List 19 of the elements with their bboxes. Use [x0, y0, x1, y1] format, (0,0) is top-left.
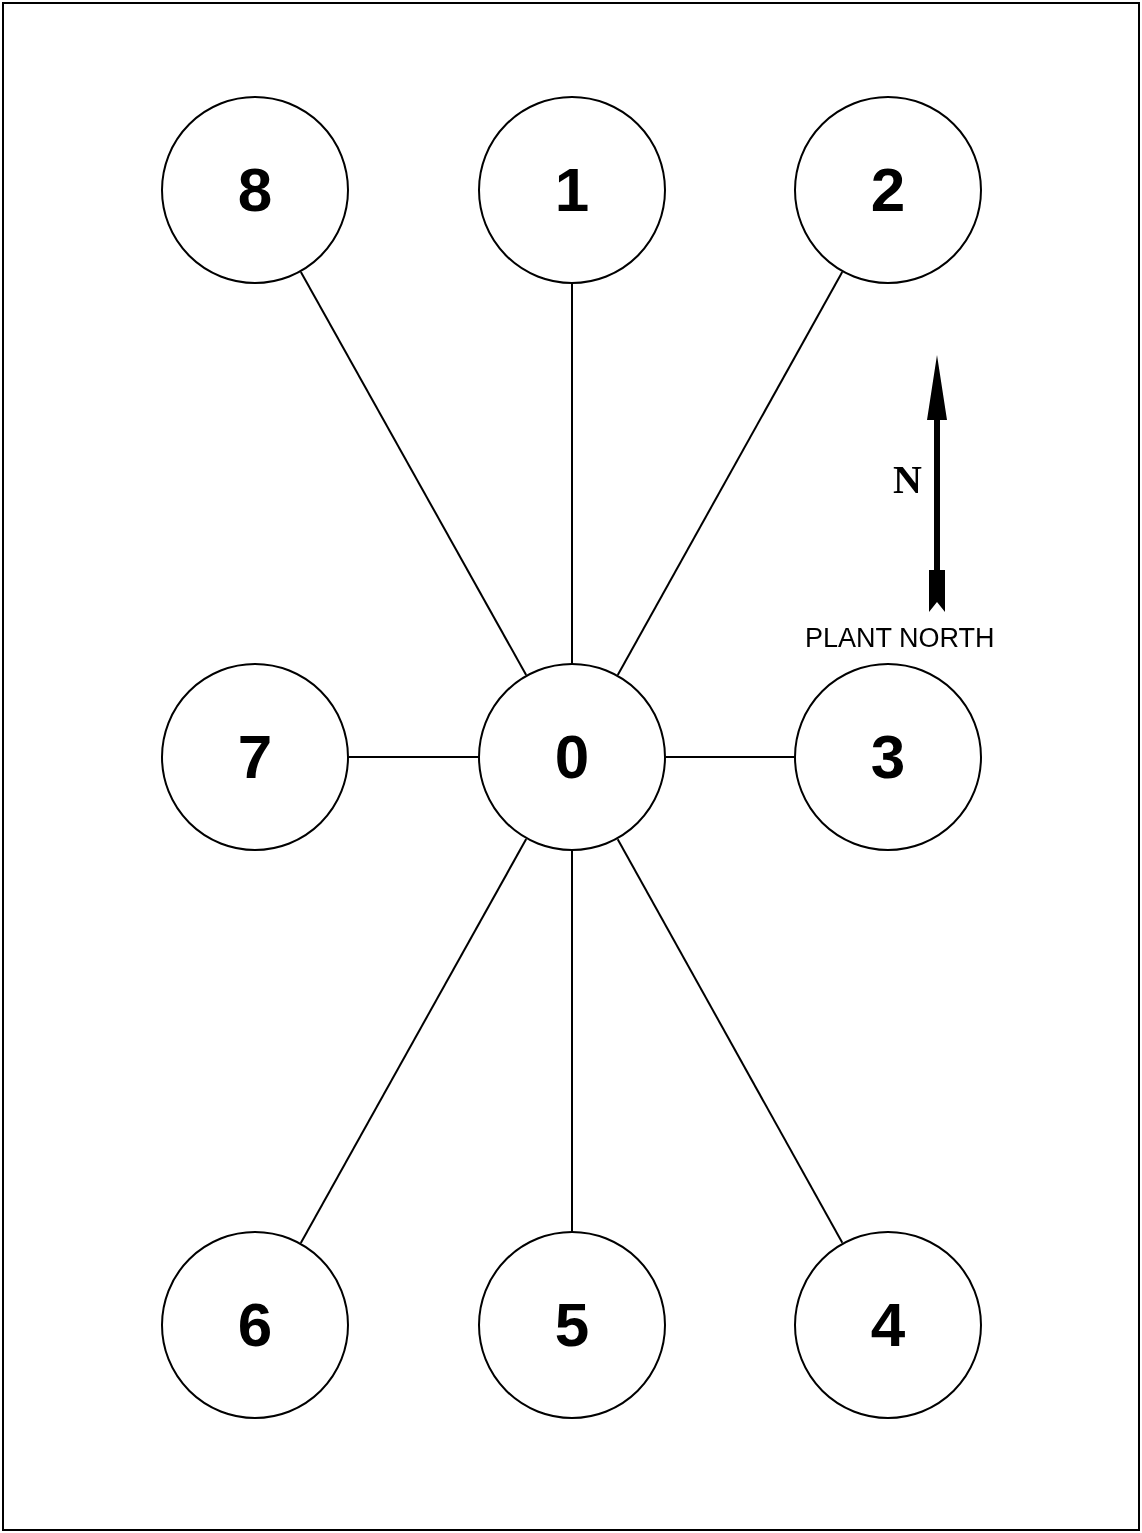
connector-line: [665, 756, 795, 758]
station-number: 4: [870, 1294, 906, 1356]
connector-line: [299, 271, 528, 676]
direction-caption: PLANT NORTH: [805, 625, 995, 652]
station-number: 3: [870, 726, 906, 788]
connector-line: [571, 283, 573, 664]
station-number: 1: [554, 159, 590, 221]
station-number: 6: [237, 1294, 273, 1356]
connector-line: [616, 838, 844, 1244]
station-number: 8: [237, 159, 273, 221]
connector-line: [571, 850, 573, 1232]
connector-line: [299, 838, 528, 1244]
connector-line: [616, 271, 844, 676]
connector-line: [348, 756, 479, 758]
station-number: 2: [870, 159, 906, 221]
station-number: 5: [554, 1294, 590, 1356]
station-number: 7: [237, 726, 273, 788]
station-number: 0: [554, 726, 590, 788]
north-letter: N: [893, 460, 922, 500]
